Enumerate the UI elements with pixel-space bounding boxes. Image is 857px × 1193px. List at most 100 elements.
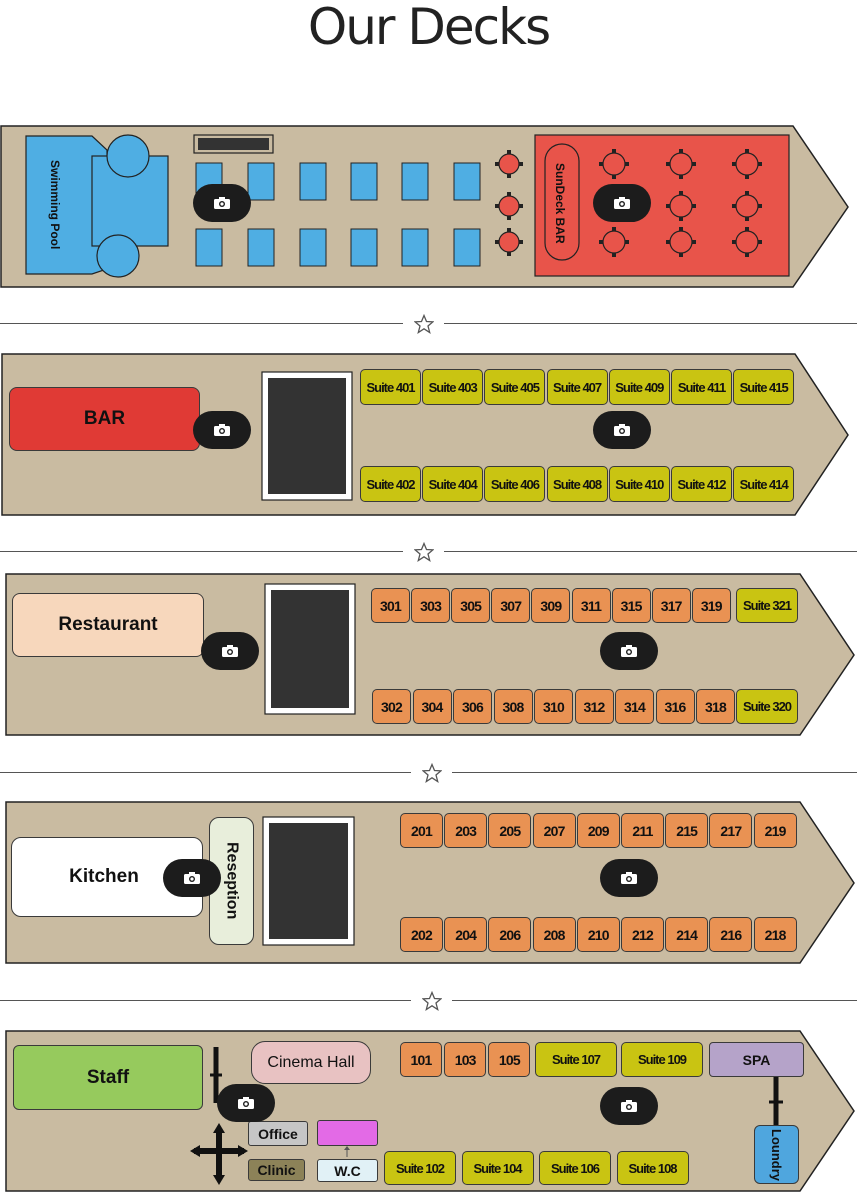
- cabin-211[interactable]: 211: [621, 813, 664, 848]
- cabin-216[interactable]: 216: [709, 917, 753, 952]
- cabin-217[interactable]: 217: [709, 813, 753, 848]
- cabin-314[interactable]: 314: [615, 689, 654, 724]
- cabin-306[interactable]: 306: [453, 689, 492, 724]
- camera-icon: [614, 197, 630, 209]
- bar-area: BAR: [9, 387, 200, 451]
- table-icon: [669, 152, 693, 176]
- suite-109[interactable]: Suite 109: [621, 1042, 703, 1077]
- suite-102[interactable]: Suite 102: [384, 1151, 456, 1185]
- suite-108[interactable]: Suite 108: [616, 1151, 689, 1185]
- cabin-209[interactable]: 209: [576, 813, 620, 848]
- cabin-202[interactable]: 202: [400, 917, 443, 952]
- cabin-303[interactable]: 303: [411, 588, 451, 623]
- suite-402[interactable]: Suite 402: [360, 466, 421, 502]
- deck-divider: [0, 991, 857, 1011]
- cabin-203[interactable]: 203: [444, 813, 488, 848]
- cabin-307[interactable]: 307: [491, 588, 531, 623]
- suite-409[interactable]: Suite 409: [608, 369, 670, 405]
- star-icon: [414, 314, 434, 334]
- clinic-label: Clinic: [257, 1162, 296, 1178]
- wc-label: W.C: [334, 1162, 361, 1179]
- cabin-319[interactable]: 319: [691, 588, 731, 623]
- table-icon: [735, 152, 759, 176]
- suite-104[interactable]: Suite 104: [461, 1151, 534, 1185]
- cabin-205[interactable]: 205: [488, 813, 532, 848]
- kitchen-area: Kitchen: [11, 837, 203, 917]
- suite-408[interactable]: Suite 408: [546, 466, 608, 502]
- cabin-212[interactable]: 212: [621, 917, 664, 952]
- suite-410[interactable]: Suite 410: [608, 466, 670, 502]
- deck-divider: [0, 542, 857, 562]
- camera-icon: [621, 645, 637, 657]
- camera-button[interactable]: [593, 184, 651, 222]
- camera-button[interactable]: [201, 632, 259, 670]
- camera-button[interactable]: [217, 1084, 275, 1122]
- camera-button[interactable]: [193, 184, 251, 222]
- camera-button[interactable]: [600, 632, 658, 670]
- camera-button[interactable]: [193, 411, 251, 449]
- camera-button[interactable]: [163, 859, 221, 897]
- reception-label: Resеption: [223, 842, 241, 920]
- cabin-305[interactable]: 305: [451, 588, 491, 623]
- cabin-308[interactable]: 308: [493, 689, 533, 724]
- cabin-304[interactable]: 304: [412, 689, 452, 724]
- suite-406[interactable]: Suite 406: [484, 466, 546, 502]
- suite-415[interactable]: Suite 415: [733, 369, 795, 405]
- cabin-214[interactable]: 214: [665, 917, 709, 952]
- cinema-hall-area: Cinema Hall: [251, 1041, 371, 1084]
- cabin-310[interactable]: 310: [534, 689, 573, 724]
- cabin-207[interactable]: 207: [532, 813, 576, 848]
- cabin-210[interactable]: 210: [576, 917, 620, 952]
- spa-label: SPA: [742, 1051, 771, 1068]
- staff-area: Staff: [13, 1045, 203, 1110]
- cabin-315[interactable]: 315: [611, 588, 651, 623]
- suite-414[interactable]: Suite 414: [733, 466, 795, 502]
- cabin-204[interactable]: 204: [444, 917, 488, 952]
- camera-icon: [238, 1097, 254, 1109]
- cabin-219[interactable]: 219: [753, 813, 797, 848]
- cabin-218[interactable]: 218: [753, 917, 797, 952]
- camera-button[interactable]: [600, 1087, 658, 1125]
- camera-icon: [214, 197, 230, 209]
- suite-106[interactable]: Suite 106: [539, 1151, 611, 1185]
- cabin-103[interactable]: 103: [444, 1042, 487, 1077]
- staff-label: Staff: [86, 1066, 130, 1088]
- suite-411[interactable]: Suite 411: [671, 369, 732, 405]
- suite-321[interactable]: Suite 321: [736, 588, 798, 623]
- table-icon: [735, 194, 759, 218]
- cabin-101[interactable]: 101: [400, 1042, 442, 1077]
- suite-407[interactable]: Suite 407: [546, 369, 608, 405]
- cabin-309[interactable]: 309: [531, 588, 571, 623]
- table-icon: [498, 153, 520, 175]
- cinema-hall-label: Cinema Hall: [267, 1053, 355, 1071]
- suite-403[interactable]: Suite 403: [422, 369, 484, 405]
- camera-button[interactable]: [600, 859, 658, 897]
- restaurant-label: Restaurant: [58, 614, 158, 635]
- suite-401[interactable]: Suite 401: [360, 369, 421, 405]
- cabin-208[interactable]: 208: [532, 917, 576, 952]
- cabin-302[interactable]: 302: [372, 689, 411, 724]
- cabin-312[interactable]: 312: [574, 689, 614, 724]
- suite-320[interactable]: Suite 320: [736, 689, 798, 724]
- suite-107[interactable]: Suite 107: [535, 1042, 617, 1077]
- star-icon: [422, 991, 442, 1011]
- star-icon: [414, 542, 434, 562]
- suite-404[interactable]: Suite 404: [422, 466, 484, 502]
- table-icon: [498, 195, 520, 217]
- camera-button[interactable]: [593, 411, 651, 449]
- cabin-215[interactable]: 215: [665, 813, 709, 848]
- cabin-317[interactable]: 317: [651, 588, 691, 623]
- star-icon: [422, 763, 442, 783]
- cabin-316[interactable]: 316: [655, 689, 695, 724]
- cabin-206[interactable]: 206: [488, 917, 532, 952]
- camera-icon: [621, 1100, 637, 1112]
- cabin-201[interactable]: 201: [400, 813, 443, 848]
- suite-412[interactable]: Suite 412: [671, 466, 732, 502]
- sundeck-bar-label: SunDeck BAR: [553, 162, 567, 244]
- cabin-301[interactable]: 301: [371, 588, 410, 623]
- cabin-318[interactable]: 318: [696, 689, 735, 724]
- cabin-105[interactable]: 105: [488, 1042, 531, 1077]
- suite-405[interactable]: Suite 405: [484, 369, 546, 405]
- restaurant-area: Restaurant: [12, 593, 204, 657]
- cabin-311[interactable]: 311: [571, 588, 611, 623]
